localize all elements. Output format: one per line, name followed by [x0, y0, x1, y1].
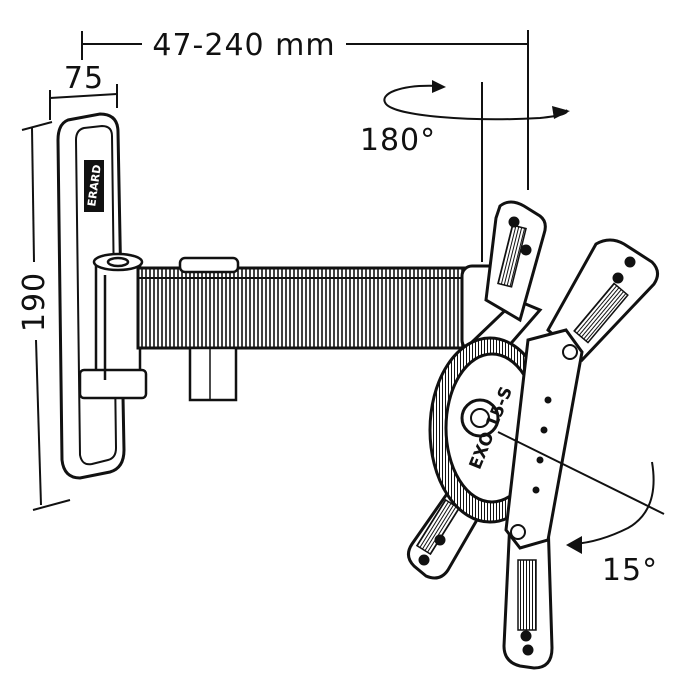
width-line	[49, 93, 118, 99]
wall-plate-label-plate	[84, 160, 104, 212]
height-bottom-tick	[32, 499, 71, 511]
arm-extension-dimension	[81, 30, 529, 190]
tilt-hub	[428, 328, 584, 550]
plate-height-dimension	[21, 121, 71, 511]
vesa-hole	[508, 216, 520, 228]
swivel-arrow-head-top	[432, 80, 446, 93]
vesa-hole	[522, 644, 534, 656]
vesa-arm-top-right-slot	[573, 282, 629, 344]
vesa-hole	[520, 244, 532, 256]
tilt-indicator	[497, 431, 665, 545]
height-top-tick	[21, 121, 53, 131]
rail-hole	[532, 486, 540, 494]
arm-cable-cover	[188, 346, 238, 402]
plate-width-dimension	[49, 84, 118, 120]
swivel-arrow-head-bottom	[552, 106, 570, 119]
vesa-arm-top-left-slot	[497, 224, 527, 288]
wall-hinge	[78, 252, 148, 400]
vesa-arm-bottom-right-slot	[517, 559, 537, 631]
wall-plate-logo: ERARD	[85, 164, 104, 208]
rail-hole	[544, 396, 552, 404]
rail-hole	[540, 426, 548, 434]
arm-extension-label: 47-240 mm	[152, 28, 335, 63]
vesa-hole	[624, 256, 636, 268]
vesa-hole	[520, 630, 532, 642]
tilt-reference-line	[497, 431, 665, 515]
tilt-hub-bolt-inner	[470, 408, 490, 428]
vesa-hole	[418, 554, 430, 566]
tilt-angle-label: 15°	[602, 553, 658, 588]
vesa-hole	[612, 272, 624, 284]
height-line-top	[31, 127, 35, 263]
wall-hinge-bolt	[106, 256, 130, 268]
arm-cable-clip	[178, 256, 240, 274]
height-line-bottom	[35, 339, 42, 506]
tilt-arrow-head	[566, 536, 582, 554]
rail-nut-bottom	[510, 524, 526, 540]
tilt-hub-rail	[504, 328, 584, 550]
plate-width-label: 75	[64, 61, 104, 96]
plate-height-label: 190	[17, 272, 52, 332]
swivel-angle-label: 180°	[360, 123, 436, 158]
rail-nut-top	[562, 344, 578, 360]
vesa-hole	[434, 534, 446, 546]
rail-hole	[536, 456, 544, 464]
vesa-arm-bottom-left-slot	[415, 498, 461, 556]
tilt-arc	[573, 461, 655, 545]
extension-arm	[136, 256, 500, 402]
wall-hinge-bracket	[78, 368, 148, 400]
arm-body	[136, 266, 500, 350]
swivel-arc	[383, 84, 568, 121]
